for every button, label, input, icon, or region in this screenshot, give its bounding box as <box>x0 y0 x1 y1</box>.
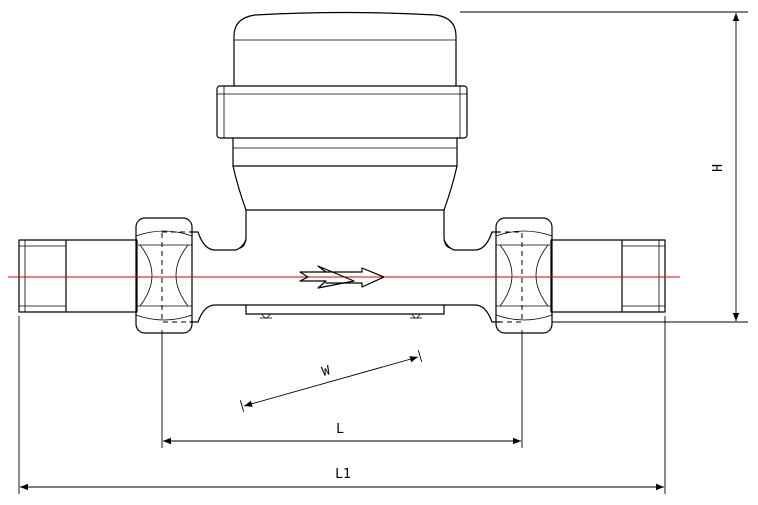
register-ring <box>216 85 468 139</box>
flow-direction-arrow <box>299 265 355 289</box>
right-tailpiece <box>550 239 666 313</box>
width-label: W <box>320 363 332 380</box>
length-label: L <box>336 422 344 437</box>
height-label: H <box>711 164 726 172</box>
meter-body <box>189 231 501 323</box>
meter-neck <box>232 137 458 249</box>
overall-length-label: L1 <box>335 467 351 482</box>
extension-lines <box>18 11 748 494</box>
right-union-nut <box>495 217 553 334</box>
flow-arrow-head <box>325 267 385 288</box>
left-tailpiece <box>18 239 138 313</box>
left-union-nut <box>135 217 193 334</box>
length-dimension: L <box>163 422 521 445</box>
height-dimension: H <box>711 13 740 321</box>
width-dimension: W <box>239 350 423 412</box>
overall-length-dimension: L1 <box>20 467 664 491</box>
register-cap <box>233 11 457 87</box>
